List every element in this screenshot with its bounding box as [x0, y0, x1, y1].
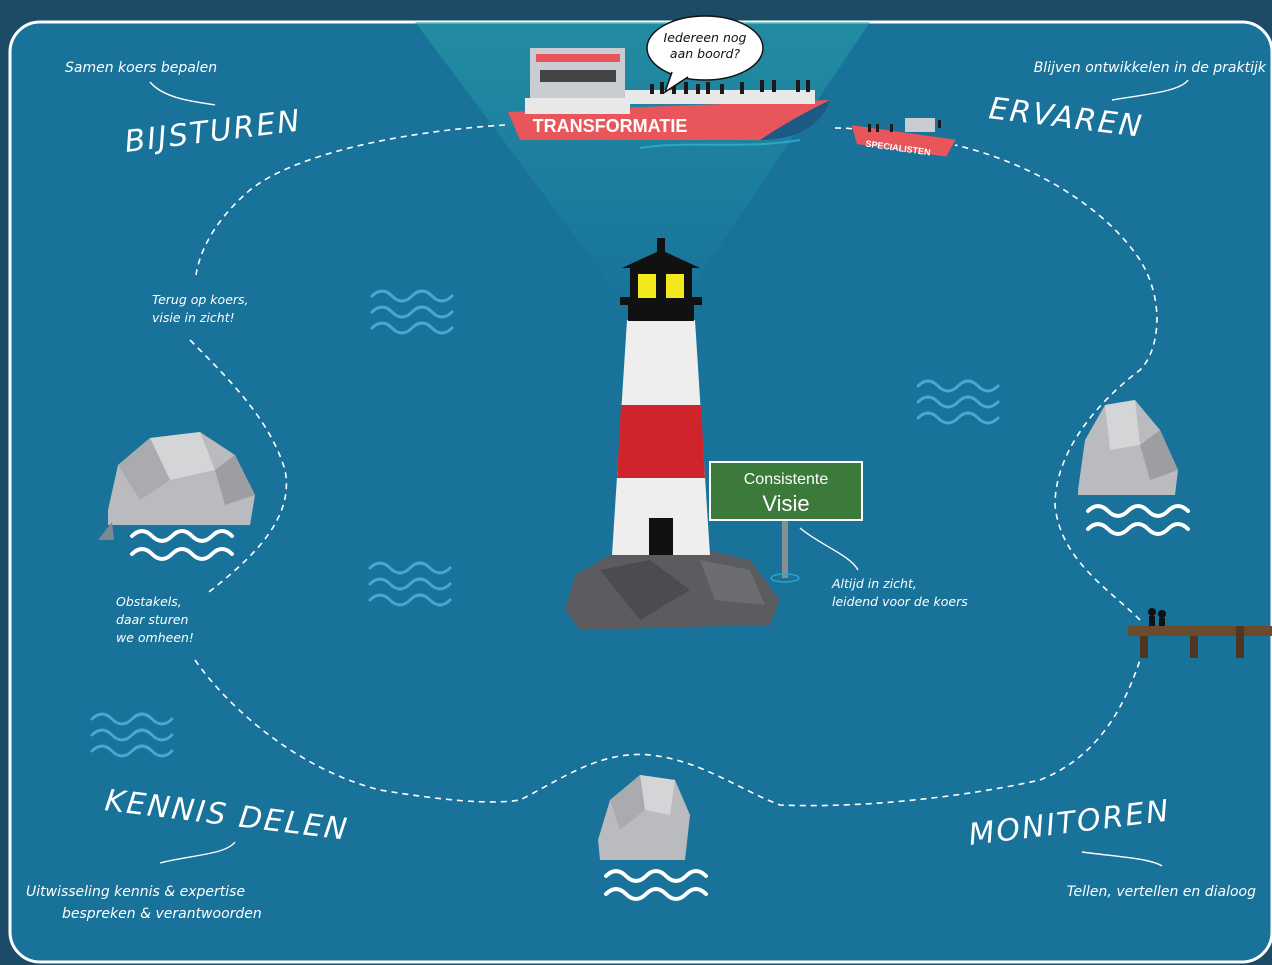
kennis-delen-subtitle-line1: Uitwisseling kennis & expertise [26, 884, 245, 900]
sign-line1: Consistente [744, 471, 829, 488]
note-altijd-line2: leidend voor de koers [832, 594, 968, 609]
ervaren-subtitle: Blijven ontwikkelen in de praktijk [1034, 60, 1267, 76]
note-obstakels-line1: Obstakels, [116, 594, 182, 609]
speech-line2: aan boord? [670, 46, 741, 61]
kennis-delen-subtitle-line2: bespreken & verantwoorden [62, 906, 262, 922]
sign-line2: Visie [762, 491, 809, 516]
ship-name: TRANSFORMATIE [533, 116, 688, 136]
bijsturen-subtitle: Samen koers bepalen [65, 60, 217, 76]
note-terug-line1: Terug op koers, [152, 292, 249, 307]
note-altijd-line1: Altijd in zicht, [831, 576, 917, 591]
monitoren-subtitle: Tellen, vertellen en dialoog [1067, 884, 1256, 900]
note-obstakels-line2: daar sturen [116, 612, 189, 627]
note-obstakels-line3: we omheen! [116, 630, 194, 645]
speech-line1: Iedereen nog [664, 30, 747, 45]
note-terug-line2: visie in zicht! [152, 310, 235, 325]
